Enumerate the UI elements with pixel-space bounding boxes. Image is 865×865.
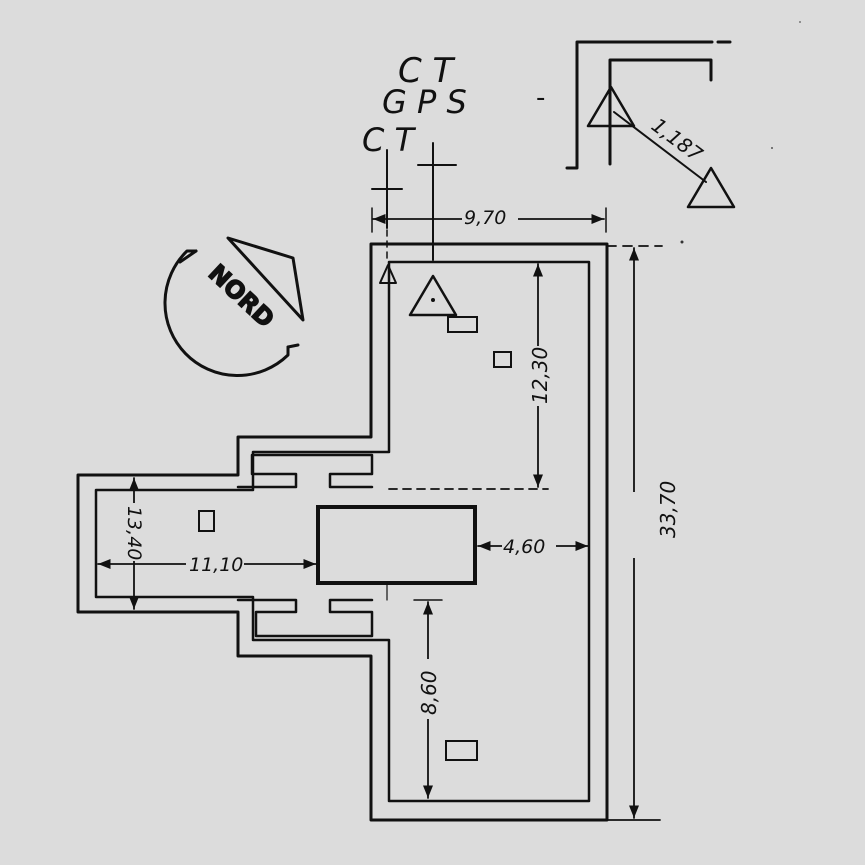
dim-label-bg bbox=[124, 503, 146, 561]
dim-width-top-label: 9,70 bbox=[464, 207, 506, 229]
dim-total-length-label: 33,70 bbox=[656, 481, 680, 538]
dim-label-bg bbox=[502, 535, 556, 557]
corner-detail-triangle bbox=[586, 85, 636, 128]
dash-mark: - bbox=[536, 83, 545, 113]
fixture-rect bbox=[198, 510, 215, 532]
central-block bbox=[316, 505, 477, 585]
north-compass-ring-inner bbox=[178, 249, 300, 349]
reference-cross bbox=[417, 142, 457, 261]
paper-speck bbox=[771, 147, 773, 149]
dim-lower-length-label: 8,60 bbox=[417, 670, 441, 715]
building-inner-wall bbox=[94, 260, 591, 803]
paper-speck bbox=[680, 240, 684, 244]
corner-detail-wall bbox=[565, 40, 732, 170]
ct-top-label: C T bbox=[398, 51, 456, 91]
dim-label-bg bbox=[186, 553, 244, 575]
survey-point-small-triangle bbox=[379, 264, 397, 284]
fixture-rect bbox=[493, 351, 512, 368]
gps-label: G P S bbox=[382, 83, 467, 121]
dim-label-bg bbox=[417, 659, 439, 719]
lower-partition bbox=[236, 598, 374, 638]
dim-upper-length-label: 12,30 bbox=[528, 347, 552, 404]
fixture-rect bbox=[445, 740, 478, 761]
north-compass-ring bbox=[163, 249, 290, 377]
dim-label-bg bbox=[623, 492, 645, 558]
paper-speck bbox=[799, 21, 801, 23]
dim-wing-length-label: 11,10 bbox=[189, 554, 243, 576]
upper-partition-left bbox=[236, 453, 374, 489]
fixture-rect bbox=[447, 316, 478, 333]
north-arrow-icon bbox=[226, 236, 305, 322]
corner-offset-line bbox=[613, 111, 707, 183]
dim-block-offset-label: 4,60 bbox=[503, 536, 545, 558]
ct-left-label: C T bbox=[362, 121, 417, 159]
dim-label-bg bbox=[462, 206, 518, 228]
dim-label-bg bbox=[527, 346, 549, 406]
corner-detail-triangle bbox=[686, 166, 736, 209]
dim-tick bbox=[371, 207, 607, 233]
survey-point-dot bbox=[431, 298, 435, 302]
dim-wing-width-label: 13,40 bbox=[123, 506, 145, 560]
survey-point-triangle bbox=[408, 274, 458, 317]
